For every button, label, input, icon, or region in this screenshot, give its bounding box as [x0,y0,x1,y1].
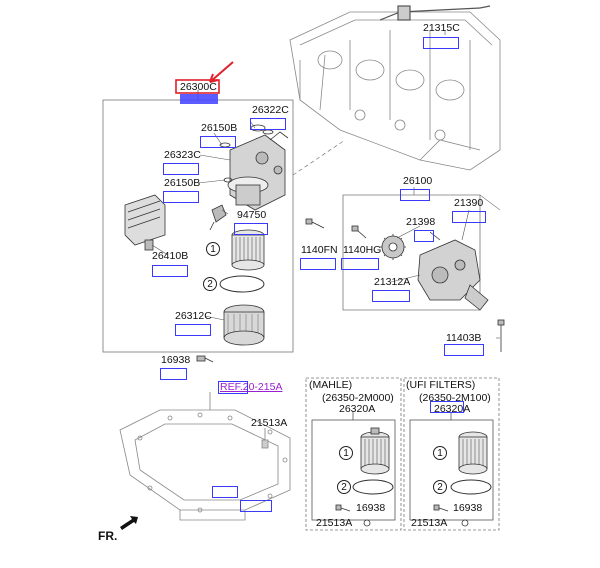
highlight-box [212,486,238,498]
callout-26300C[interactable]: 26300C [180,81,217,93]
ufi-plug: 21513A [411,517,448,529]
highlight-box [218,381,248,394]
oil-pump-drawing [417,239,489,311]
highlight-box [452,211,486,223]
filter-housing-drawing [227,131,289,211]
o-ring-drawing [219,275,265,293]
callout-21315C: 21315C [423,22,460,34]
callout-21312A: 21312A [374,276,411,288]
highlight-box [341,258,379,270]
highlight-26300C [175,79,220,94]
ufi-outer-box [403,377,500,531]
dipstick-tube [379,5,491,21]
highlight-box [175,324,211,336]
red-arrow [209,61,234,83]
highlight-box [240,500,272,512]
sprocket-drawing [380,234,406,260]
highlight-box [152,265,188,277]
mahle-title: (MAHLE) [309,379,353,391]
ref-link-20-215A[interactable]: REF.20-215A [220,381,283,393]
callout-16938: 16938 [161,354,191,366]
highlight-box [234,223,268,235]
highlight-box [430,401,464,413]
mahle-item-2-marker: 2 [337,480,351,494]
leader-lines [151,30,500,440]
ufi-item-1-marker: 1 [433,446,447,460]
callout-26150B-a: 26150B [201,122,238,134]
oil-cooler-drawing [124,194,166,251]
highlight-fill [180,94,218,104]
mahle-gasket: 16938 [356,502,386,514]
highlight-box [372,290,410,302]
ufi-gasket: 16938 [453,502,483,514]
callout-26322C: 26322C [252,104,289,116]
callout-21398: 21398 [406,216,436,228]
highlight-box [200,136,236,148]
mahle-inner-box [311,419,396,521]
mahle-plug: 21513A [316,517,353,529]
highlight-box [250,118,286,130]
callout-1140FN: 1140FN [301,244,338,256]
callout-21513A: 21513A [251,417,288,429]
mahle-outer-box [305,377,402,531]
callout-26323C: 26323C [164,149,201,161]
highlight-box [160,368,187,380]
ufi-o-ring [450,479,492,495]
filter-cap-drawing [223,304,265,346]
pump-bolts [305,218,505,352]
front-direction-label: FR. [98,529,118,543]
ufi-filter-drawing [458,431,488,475]
filter-element-drawing [231,229,265,271]
highlight-box [444,344,484,356]
highlight-box [400,189,430,201]
mahle-item-1-marker: 1 [339,446,353,460]
ufi-title: (UFI FILTERS) [406,379,476,391]
callout-26100: 26100 [403,175,433,187]
highlight-box [414,230,434,242]
pressure-switch-drawing [209,204,227,231]
callout-94750: 94750 [237,209,267,221]
highlight-box [163,163,199,175]
mahle-filter-drawing [360,427,390,475]
engine-block [289,11,501,171]
mahle-o-ring [352,479,394,495]
callout-26312C: 26312C [175,310,212,322]
ufi-item-2-marker: 2 [433,480,447,494]
callout-26150B-b: 26150B [164,177,201,189]
callout-11403B: 11403B [446,332,482,344]
item-2-marker: 2 [203,277,217,291]
mahle-ref: 26320A [339,403,376,415]
front-arrow-icon [120,516,138,530]
mahle-part-number: (26350-2M000) [322,392,394,404]
highlight-box [300,258,336,270]
callout-26410B: 26410B [152,250,189,262]
item-1-marker: 1 [206,242,220,256]
highlight-box [163,191,199,203]
ufi-inner-box [409,419,494,521]
callout-1140HG: 1140HG [343,244,382,256]
callout-21390: 21390 [454,197,484,209]
drain-plug-drawing [196,355,214,363]
oil-pan-drawing [119,409,291,521]
highlight-box [423,37,459,49]
